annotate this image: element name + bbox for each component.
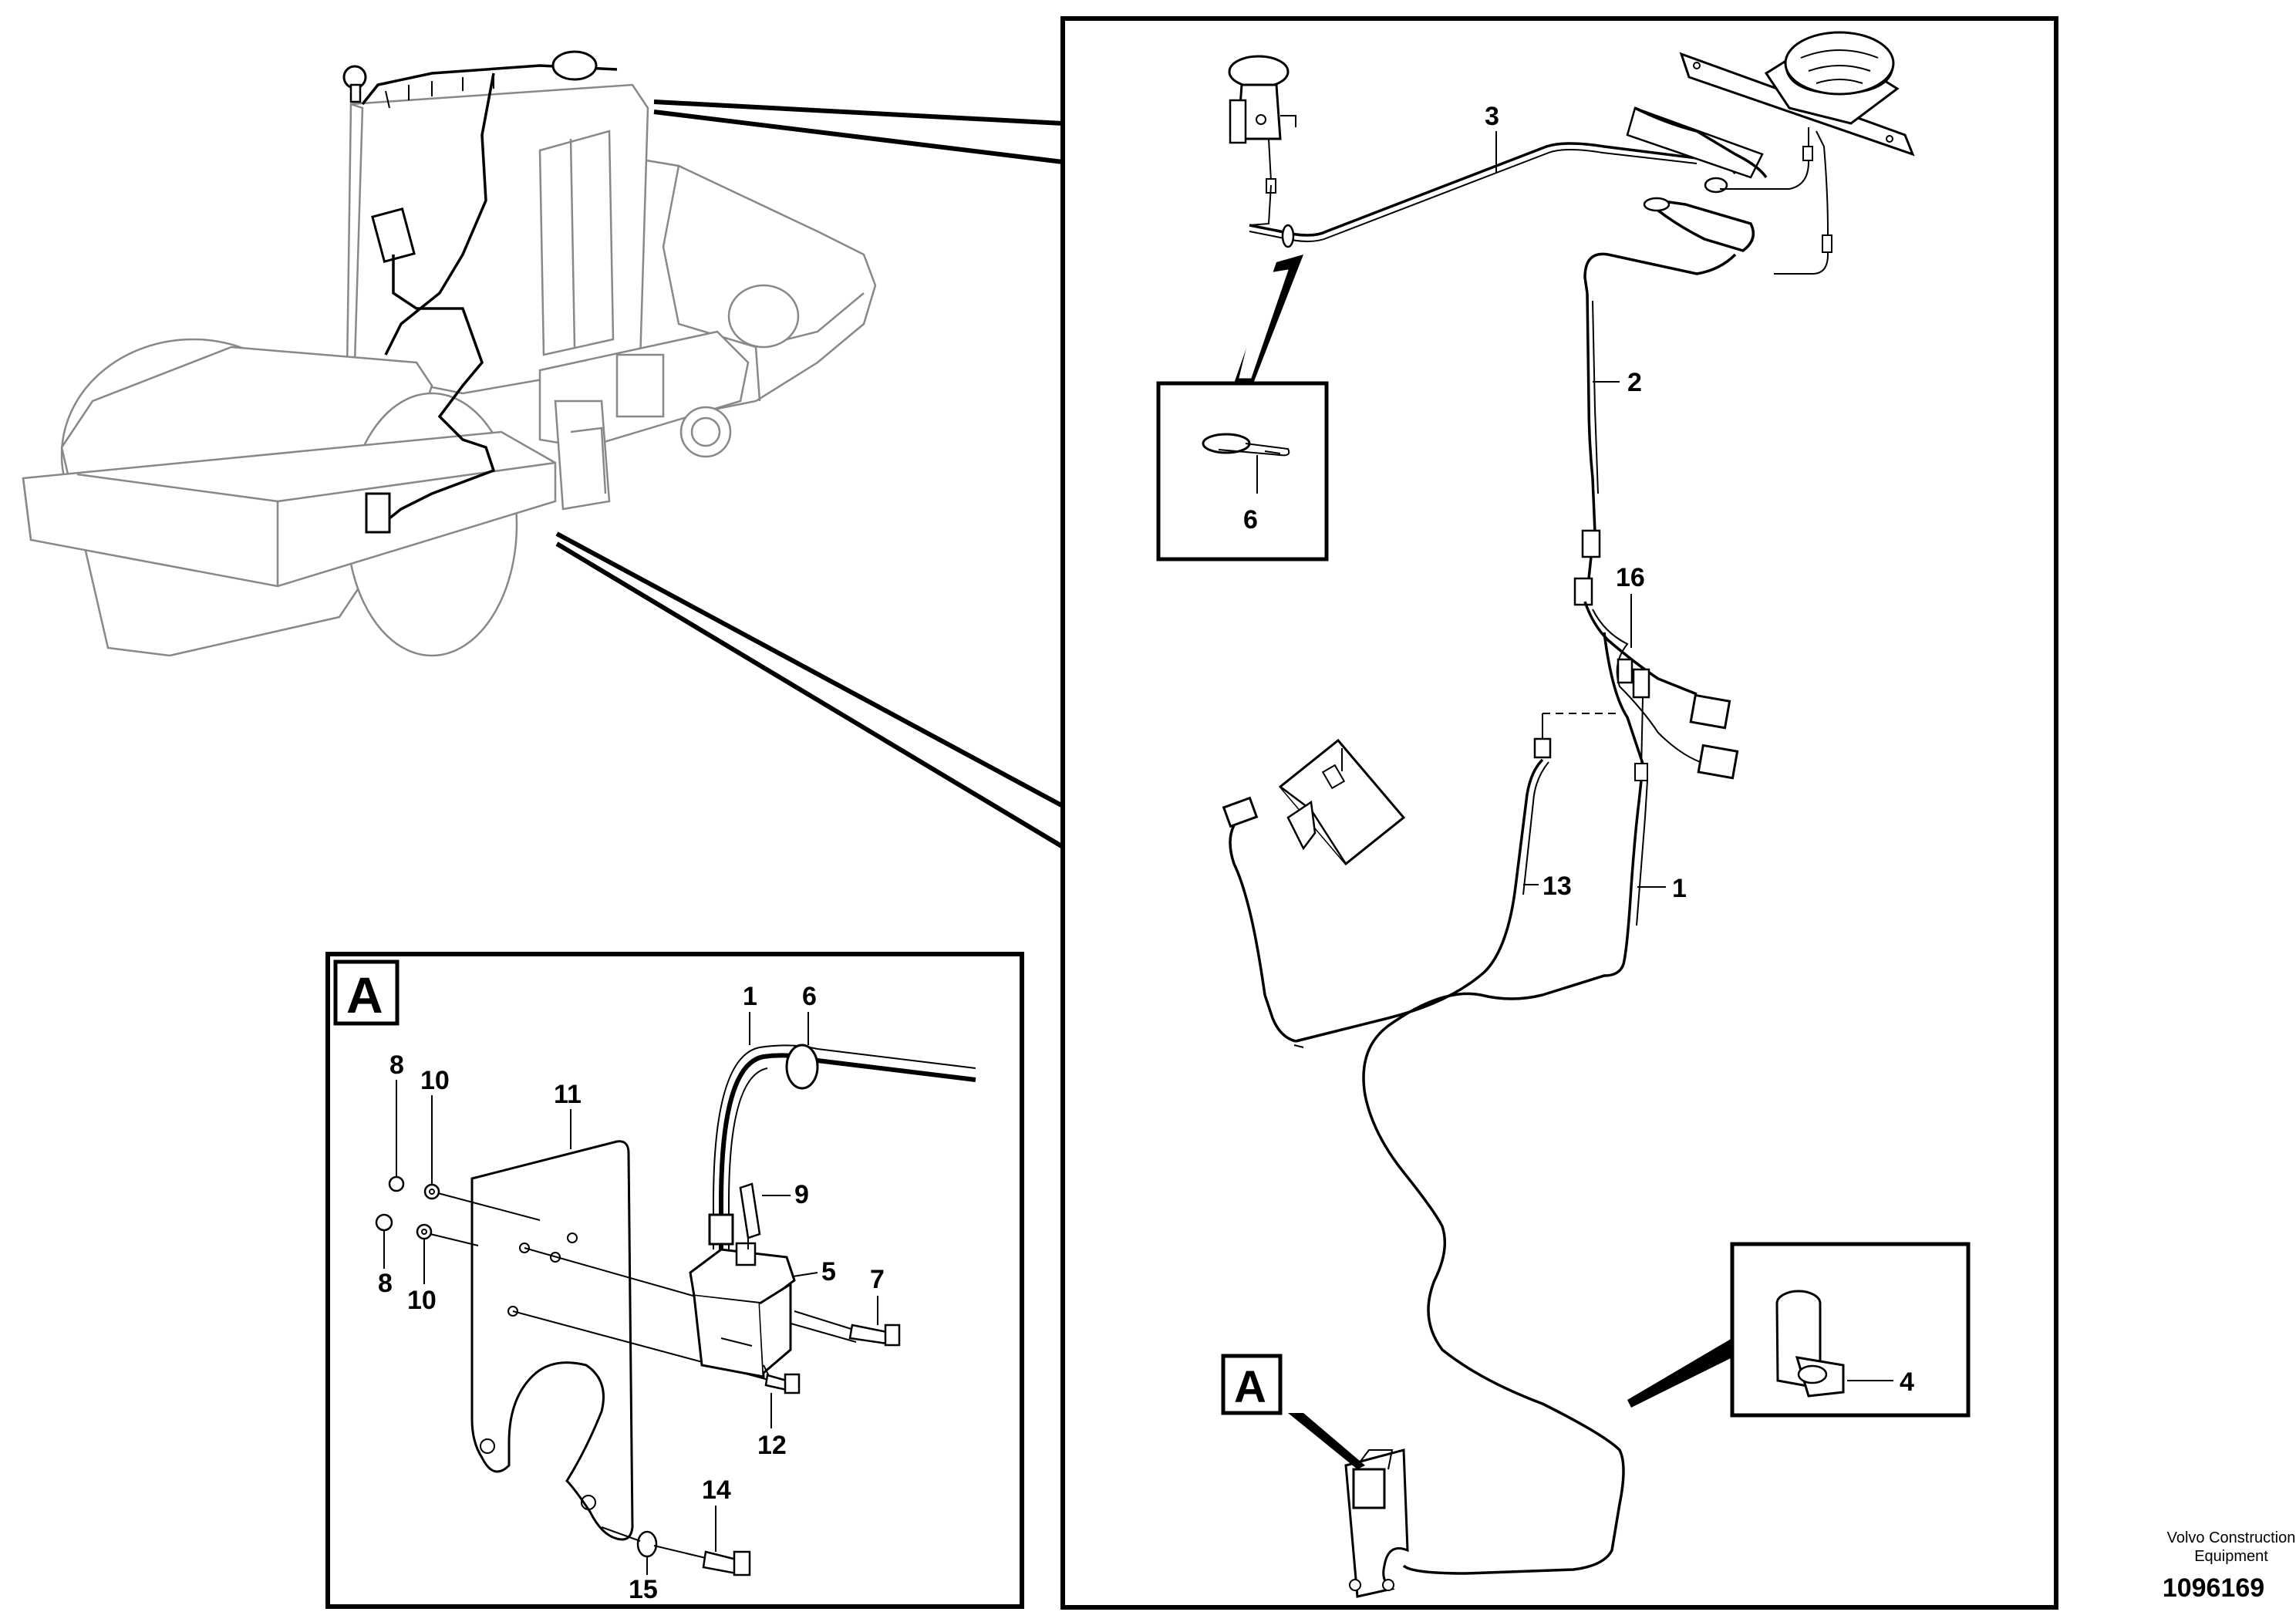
drawing-number: 1096169 bbox=[2163, 1573, 2264, 1603]
detail-callout-7: 7 bbox=[870, 1265, 885, 1294]
cable-tie-detail bbox=[1156, 255, 1329, 561]
callout-16: 16 bbox=[1616, 563, 1645, 592]
callout-1: 1 bbox=[1672, 874, 1687, 903]
control-box-icon bbox=[1278, 738, 1406, 866]
detail-a-title: A bbox=[346, 966, 383, 1023]
sensor-unit-icon bbox=[1344, 1448, 1409, 1598]
detail-callout-12: 12 bbox=[757, 1431, 787, 1460]
gps-antenna-icon bbox=[1228, 55, 1296, 194]
detail-callout-8a: 8 bbox=[389, 1050, 404, 1080]
detail-callout-5: 5 bbox=[821, 1257, 836, 1286]
company-name-line2: Equipment bbox=[2194, 1548, 2268, 1565]
detail-a-frame bbox=[325, 952, 1024, 1609]
view-a-label: A bbox=[1234, 1362, 1266, 1412]
detail-callout-10b: 10 bbox=[407, 1286, 437, 1315]
main-detail-frame bbox=[1060, 16, 2058, 1610]
bracket-icon bbox=[470, 1140, 634, 1541]
detail-callout-10a: 10 bbox=[420, 1066, 450, 1095]
detail-a-title-box bbox=[333, 959, 400, 1026]
callout-13: 13 bbox=[1542, 872, 1572, 901]
vehicle-overview-illustration bbox=[22, 50, 1064, 849]
callout-4: 4 bbox=[1900, 1367, 1914, 1397]
callout-3: 3 bbox=[1485, 102, 1499, 131]
wiring-harness bbox=[1222, 106, 1832, 1575]
detail-callout-9: 9 bbox=[794, 1180, 809, 1209]
callout-6: 6 bbox=[1243, 505, 1258, 534]
leader-line bbox=[792, 1272, 818, 1277]
detail-callout-6: 6 bbox=[802, 982, 817, 1011]
detail-callout-15: 15 bbox=[629, 1575, 658, 1604]
callout-labels: 3 2 6 16 13 1 4 A A 1 6 8 10 11 9 5 7 8 … bbox=[346, 102, 1914, 1604]
bolt-12-icon bbox=[763, 1364, 801, 1394]
washer-icon bbox=[601, 1526, 751, 1576]
footer: Volvo Construction Equipment 1096169 bbox=[2163, 1529, 2296, 1603]
assembly-line bbox=[524, 1247, 857, 1343]
detail-callout-1: 1 bbox=[743, 982, 757, 1011]
cable-clip-detail bbox=[1627, 1242, 1971, 1418]
gps-receiver-icon bbox=[1679, 31, 1915, 157]
sensor-module-icon bbox=[689, 1242, 796, 1378]
view-a-marker bbox=[1221, 1354, 1365, 1469]
detail-callout-8b: 8 bbox=[378, 1269, 393, 1298]
company-name-line1: Volvo Construction bbox=[2167, 1529, 2296, 1546]
detail-callout-11: 11 bbox=[554, 1080, 582, 1109]
bolt-7-icon bbox=[794, 1310, 901, 1347]
callout-2: 2 bbox=[1627, 368, 1642, 397]
connector-icon bbox=[708, 1044, 976, 1249]
cable-tie-icon bbox=[1202, 433, 1290, 457]
cable-clip-icon bbox=[1775, 1290, 1845, 1398]
detail-callout-14: 14 bbox=[702, 1475, 731, 1505]
